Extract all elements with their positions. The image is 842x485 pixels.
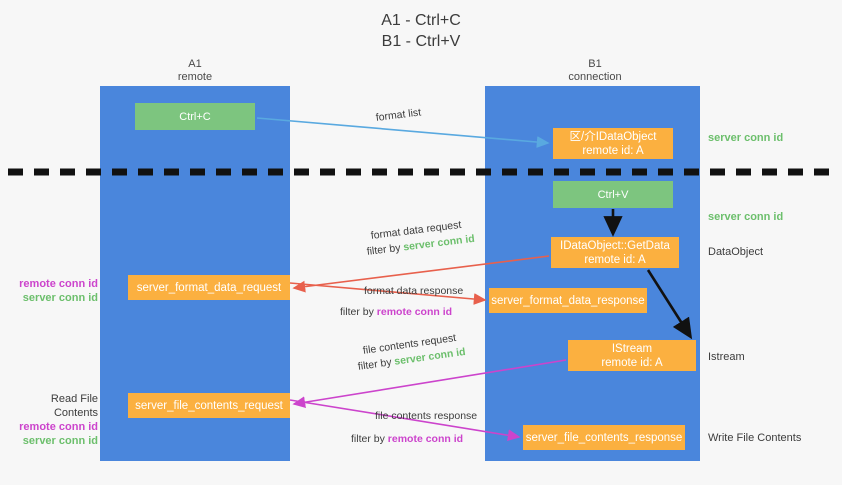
box-server-file-contents-request-label: server_file_contents_request bbox=[135, 399, 283, 412]
annotation-server-conn-mid: server conn id bbox=[708, 210, 783, 224]
title-line-1: A1 - Ctrl+C bbox=[381, 12, 461, 29]
box-server-file-contents-response[interactable]: server_file_contents_response bbox=[523, 425, 685, 450]
annotation-left-conn-ids-top: remote conn id server conn id bbox=[6, 277, 98, 305]
annotation-write-file-contents: Write File Contents bbox=[708, 431, 801, 445]
box-istream-line1: IStream bbox=[611, 342, 653, 355]
label-format-data-response-filter: filter by remote conn id bbox=[340, 305, 452, 319]
box-istream[interactable]: IStream remote id: A bbox=[568, 340, 696, 371]
annotation-server-conn-left-2: server conn id bbox=[22, 435, 98, 447]
box-idataobject-getdata[interactable]: IDataObject::GetData remote id: A bbox=[551, 237, 679, 268]
label-format-list: format list bbox=[375, 105, 422, 124]
annotation-istream: Istream bbox=[708, 350, 745, 364]
page-title: A1 - Ctrl+C B1 - Ctrl+V bbox=[0, 10, 842, 52]
title-line-2: B1 - Ctrl+V bbox=[381, 33, 461, 50]
box-server-format-data-request-label: server_format_data_request bbox=[136, 281, 282, 294]
label-file-contents-request-filter-prefix: filter by bbox=[357, 355, 396, 373]
lane-b1-subtitle: connection bbox=[568, 71, 622, 83]
annotation-dataobject: DataObject bbox=[708, 245, 763, 259]
box-server-format-data-response-label: server_format_data_response bbox=[491, 294, 645, 307]
lane-a1-subtitle: remote bbox=[177, 71, 213, 83]
box-clipboard-idataobject[interactable]: 区/介IDataObject remote id: A bbox=[553, 128, 673, 159]
annotation-remote-conn-left-2: remote conn id bbox=[19, 421, 98, 433]
box-ctrl-v-label: Ctrl+V bbox=[597, 188, 629, 201]
annotation-server-conn-left-1: server conn id bbox=[22, 292, 98, 304]
annotation-dataobject-text: DataObject bbox=[708, 246, 764, 258]
annotation-server-conn-top: server conn id bbox=[708, 131, 783, 145]
label-file-contents-response-filter-value: remote conn id bbox=[387, 433, 464, 445]
annotation-server-conn-top-text: server conn id bbox=[708, 132, 784, 144]
label-format-list-text: format list bbox=[375, 106, 422, 124]
label-format-data-response: format data response bbox=[364, 284, 463, 298]
box-clipboard-idataobject-line1: 区/介IDataObject bbox=[569, 130, 657, 143]
label-file-contents-response-text: file contents response bbox=[375, 410, 478, 422]
annotation-read-file-contents: Read File Contents bbox=[50, 393, 98, 419]
box-ctrl-c[interactable]: Ctrl+C bbox=[135, 103, 255, 130]
box-ctrl-v[interactable]: Ctrl+V bbox=[553, 181, 673, 208]
annotation-istream-text: Istream bbox=[708, 351, 745, 363]
label-file-contents-response: file contents response bbox=[375, 409, 477, 423]
box-getdata-line1: IDataObject::GetData bbox=[560, 239, 670, 252]
label-format-data-response-filter-prefix: filter by bbox=[340, 306, 377, 318]
box-getdata-line2: remote id: A bbox=[584, 253, 646, 266]
annotation-remote-conn-left-1: remote conn id bbox=[19, 278, 98, 290]
box-server-format-data-response[interactable]: server_format_data_response bbox=[489, 288, 647, 313]
label-file-contents-response-filter-prefix: filter by bbox=[351, 433, 388, 445]
annotation-left-conn-ids-bottom: Read File Contents remote conn id server… bbox=[4, 392, 98, 448]
label-format-data-response-text: format data response bbox=[364, 285, 464, 297]
box-server-file-contents-request[interactable]: server_file_contents_request bbox=[128, 393, 290, 418]
lane-header-b1: B1 connection bbox=[540, 58, 650, 84]
annotation-write-file-contents-text: Write File Contents bbox=[708, 432, 802, 444]
box-clipboard-idataobject-line2: remote id: A bbox=[582, 144, 644, 157]
box-server-file-contents-response-label: server_file_contents_response bbox=[525, 431, 683, 444]
lane-header-a1: A1 remote bbox=[140, 58, 250, 84]
lane-b1-title: B1 bbox=[588, 58, 602, 70]
annotation-server-conn-mid-text: server conn id bbox=[708, 211, 784, 223]
label-file-contents-response-filter: filter by remote conn id bbox=[351, 432, 463, 446]
box-istream-line2: remote id: A bbox=[601, 356, 663, 369]
label-format-data-response-filter-value: remote conn id bbox=[376, 306, 453, 318]
lane-a1-title: A1 bbox=[188, 58, 202, 70]
box-ctrl-c-label: Ctrl+C bbox=[179, 110, 211, 123]
box-server-format-data-request[interactable]: server_format_data_request bbox=[128, 275, 290, 300]
label-format-data-request-filter-prefix: filter by bbox=[366, 241, 405, 258]
